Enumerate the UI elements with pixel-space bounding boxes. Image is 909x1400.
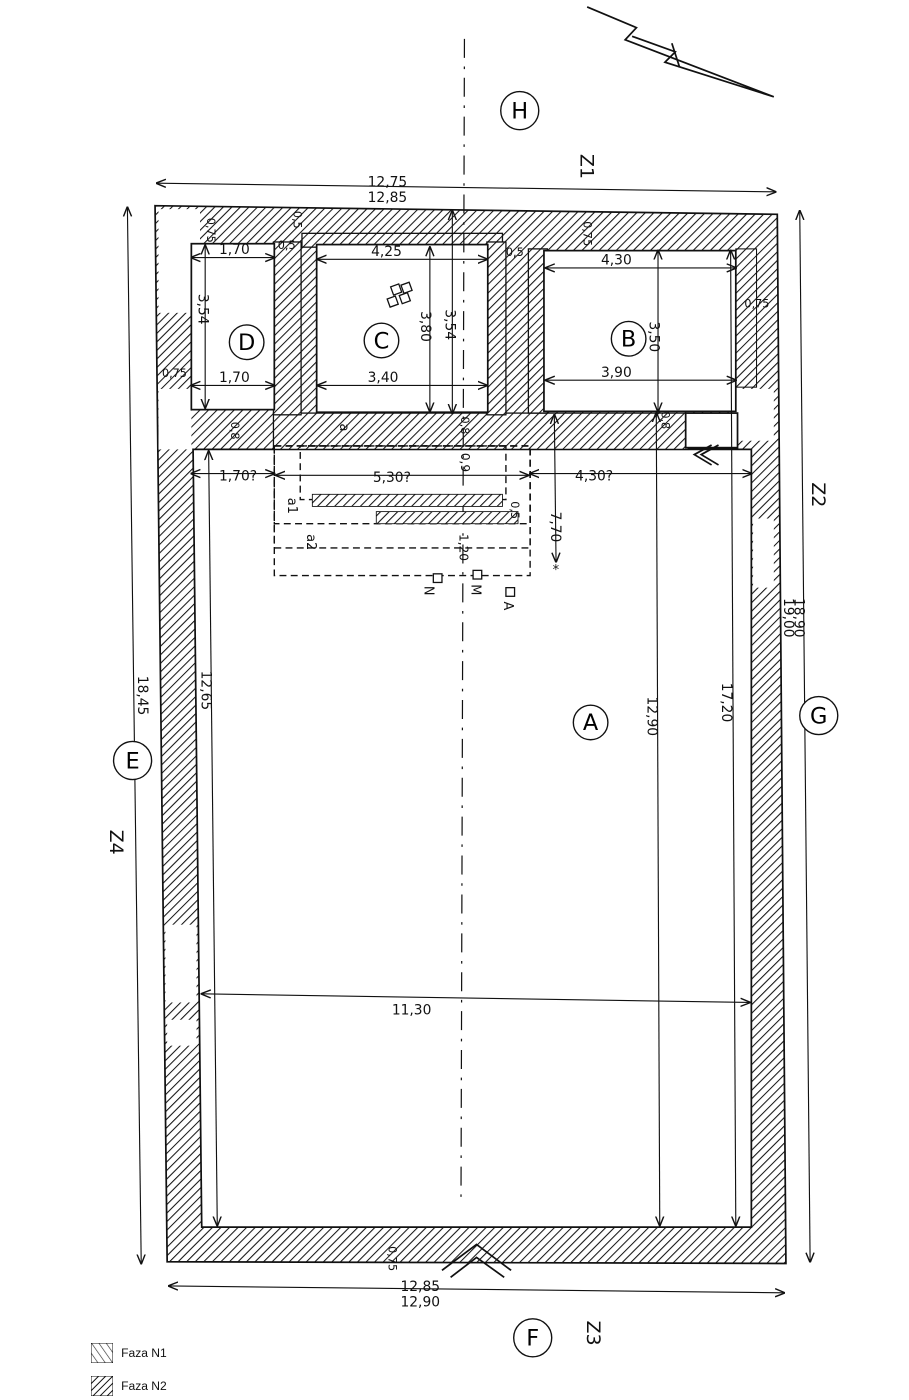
circle-d: D bbox=[228, 324, 265, 361]
circle-h: H bbox=[500, 90, 540, 131]
inner-walls bbox=[272, 232, 758, 451]
svg-text:E: E bbox=[125, 748, 139, 774]
circle-g: G bbox=[799, 695, 839, 736]
svg-text:A: A bbox=[583, 710, 599, 736]
dim-s-09: 0,9 bbox=[458, 453, 472, 472]
dim-top-a: 12,75 bbox=[368, 175, 408, 191]
legend-faza-n2: Faza N2 bbox=[91, 1375, 167, 1396]
dim-075-a: 0,75 bbox=[204, 218, 217, 243]
dim-s-170: 1,70? bbox=[219, 468, 257, 484]
legend-label: Faza N1 bbox=[121, 1345, 167, 1360]
dim-right-inner: 17,20 bbox=[718, 683, 734, 723]
entrance-arrow-icon bbox=[441, 444, 719, 1278]
zone-z1: Z1 bbox=[575, 154, 597, 179]
hatched-bars bbox=[311, 493, 519, 525]
hatch-n1-swatch-icon bbox=[91, 1342, 114, 1363]
dim-s-430: 4,30? bbox=[575, 468, 613, 484]
small-squares bbox=[386, 281, 516, 597]
dim-075-c: 0,75 bbox=[581, 221, 594, 246]
dim-c-w1: 4,25 bbox=[371, 244, 402, 260]
label-a: a bbox=[336, 423, 351, 431]
dimension-lines bbox=[127, 183, 810, 1293]
label-a1: a1 bbox=[284, 498, 299, 514]
dim-top-b: 12,85 bbox=[368, 190, 408, 206]
label-a-small: A bbox=[500, 601, 515, 610]
dim-c-w2: 3,40 bbox=[368, 370, 399, 386]
dim-05-a: 0,5 bbox=[278, 239, 296, 252]
dim-c-h1: 3,80 bbox=[417, 311, 433, 342]
circle-e: E bbox=[112, 740, 153, 781]
dim-b-w2: 3,90 bbox=[601, 365, 632, 381]
label-n: N bbox=[421, 586, 436, 596]
dim-05-d: 0,5 bbox=[508, 501, 521, 519]
dim-inner-width: 11,30 bbox=[392, 1003, 432, 1019]
dim-05-b: 0,5 bbox=[290, 211, 303, 229]
zone-z4: Z4 bbox=[105, 830, 127, 855]
svg-text:H: H bbox=[511, 98, 528, 124]
svg-text:G: G bbox=[810, 703, 827, 729]
svg-text:D: D bbox=[238, 330, 255, 356]
dim-bot-b: 12,90 bbox=[400, 1295, 440, 1311]
legend-faza-n1: Faza N1 bbox=[91, 1342, 167, 1363]
circle-b: B bbox=[610, 320, 647, 357]
dim-right-a: 18,90 bbox=[791, 598, 807, 638]
label-a2: a2 bbox=[303, 534, 318, 550]
svg-text:C: C bbox=[374, 328, 390, 354]
room-c bbox=[315, 243, 489, 414]
dim-075-d: 0,75 bbox=[744, 298, 769, 311]
dim-b-h: 3,50 bbox=[645, 321, 661, 352]
north-arrow-icon bbox=[586, 6, 775, 98]
dim-bot-a: 12,85 bbox=[400, 1279, 440, 1295]
dim-b-w1: 4,30 bbox=[601, 252, 632, 268]
circle-f: F bbox=[513, 1318, 553, 1358]
dim-left-total: 18,45 bbox=[134, 676, 150, 716]
label-star: * bbox=[553, 563, 560, 578]
dim-075-e: 0,75 bbox=[385, 1246, 398, 1271]
dim-right-mid: 12,90 bbox=[644, 697, 660, 737]
circle-a: A bbox=[572, 704, 609, 741]
svg-text:B: B bbox=[621, 327, 636, 353]
dim-08-c: 0,8 bbox=[658, 411, 671, 429]
dim-05-c: 0,5 bbox=[506, 246, 524, 259]
dim-d-h: 3,54 bbox=[194, 294, 210, 325]
dim-s-530: 5,30? bbox=[373, 470, 411, 486]
zone-z3: Z3 bbox=[582, 1320, 604, 1345]
dim-08-b: 0,8 bbox=[458, 417, 471, 435]
zone-z2: Z2 bbox=[807, 482, 829, 507]
svg-text:F: F bbox=[526, 1326, 539, 1352]
label-m: M bbox=[467, 584, 482, 595]
dim-s-120: 1,20 bbox=[456, 534, 470, 561]
dim-08-a: 0,8 bbox=[228, 422, 241, 440]
dim-d-w2: 1,70 bbox=[219, 370, 250, 386]
dashed-footprints bbox=[273, 445, 531, 577]
dim-left-inner: 12,65 bbox=[198, 671, 214, 711]
dim-s-770: 7,70 bbox=[547, 512, 563, 543]
dim-d-w1: 1,70 bbox=[219, 242, 250, 258]
circle-c: C bbox=[363, 322, 400, 359]
dim-right-b: 19,00 bbox=[780, 598, 796, 638]
dim-c-h2: 3,54 bbox=[441, 309, 457, 340]
hatch-n2-swatch-icon bbox=[91, 1375, 114, 1396]
dim-075-b: 0,75 bbox=[162, 367, 187, 380]
axis-line bbox=[460, 38, 466, 1206]
legend-label: Faza N2 bbox=[121, 1378, 167, 1393]
